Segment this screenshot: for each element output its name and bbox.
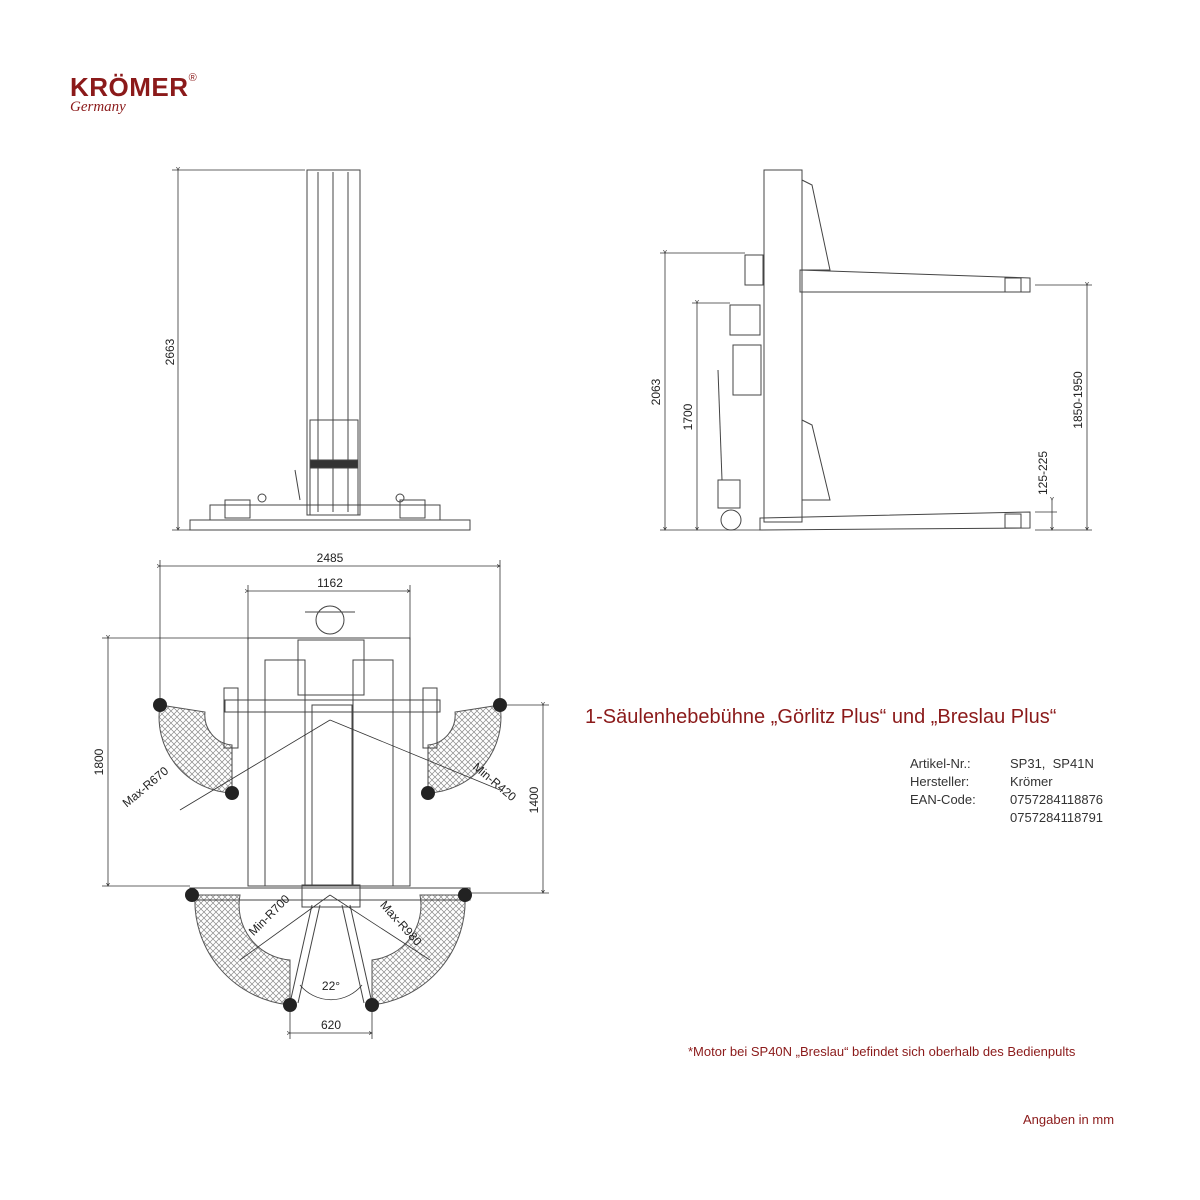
front-base	[189, 519, 471, 531]
wheel	[720, 509, 742, 531]
left-swing-area	[158, 704, 233, 794]
upper-arm	[799, 269, 1031, 293]
dim-side-height: 2063	[649, 378, 663, 405]
front-view	[189, 169, 471, 531]
arm-pads	[153, 698, 507, 1012]
motor	[729, 304, 761, 336]
lower-arm	[759, 511, 1031, 531]
dim-column-width: 1162	[317, 576, 343, 590]
logo-brand: KRÖMER	[70, 72, 189, 102]
side-column	[763, 169, 803, 523]
dim-arm-depth: 1400	[527, 786, 541, 813]
dim-min-r-lower: Min-R700	[246, 892, 293, 939]
side-dimensions	[660, 253, 1092, 530]
side-view	[717, 169, 1031, 531]
top-column-body	[311, 704, 353, 887]
spec-value: SP31, SP41N	[1010, 756, 1094, 771]
dim-total-width: 2485	[317, 551, 344, 565]
brand-logo: KRÖMER® Germany	[70, 72, 197, 116]
spec-value: Krömer	[1010, 774, 1053, 789]
product-title: 1-Säulenhebebühne „Görlitz Plus“ und „Br…	[585, 706, 1057, 728]
dim-min-r-right: Min-R420	[470, 760, 519, 804]
top-plate	[297, 639, 365, 696]
logo-registered: ®	[188, 72, 197, 84]
spec-row: Hersteller: Krömer	[910, 773, 1103, 791]
spec-row: EAN-Code: 0757284118876	[910, 791, 1103, 809]
dim-max-r-left: Max-R670	[120, 764, 172, 811]
dim-angle: 22°	[322, 979, 340, 993]
motor-note: *Motor bei SP40N „Breslau“ befindet sich…	[688, 1044, 1076, 1059]
spec-label: Artikel-Nr.:	[910, 756, 971, 771]
dim-side-min-height: 125-225	[1036, 451, 1050, 495]
dim-side-lift-range: 1850-1950	[1071, 371, 1085, 429]
spec-label: EAN-Code:	[910, 792, 976, 807]
upper-arm-bar	[224, 699, 441, 713]
dim-front-height: 2663	[163, 338, 177, 365]
top-dimensions	[102, 560, 549, 1039]
units-note: Angaben in mm	[1023, 1112, 1115, 1127]
top-view	[189, 605, 471, 1004]
spec-label: Hersteller:	[910, 774, 970, 789]
pump-tank	[732, 344, 762, 396]
dim-top-depth: 1800	[92, 748, 106, 775]
dim-arm-spacing: 620	[321, 1018, 341, 1032]
control-box	[744, 254, 764, 286]
spec-label	[910, 809, 1010, 827]
spec-table: Artikel-Nr.: SP31, SP41N Hersteller: Krö…	[910, 755, 1103, 827]
top-frame	[247, 637, 411, 887]
spec-value: 0757284118791	[1010, 810, 1104, 825]
right-swing-area	[427, 704, 502, 794]
front-height-dimension	[172, 170, 305, 530]
logo-country: Germany	[70, 99, 126, 115]
spec-value: 0757284118876	[1010, 792, 1104, 807]
spec-row: 0757284118791	[910, 809, 1103, 827]
top-view-hatched-areas	[158, 704, 502, 1006]
spec-row: Artikel-Nr.: SP31, SP41N	[910, 755, 1103, 773]
dim-side-motor-height: 1700	[681, 403, 695, 430]
